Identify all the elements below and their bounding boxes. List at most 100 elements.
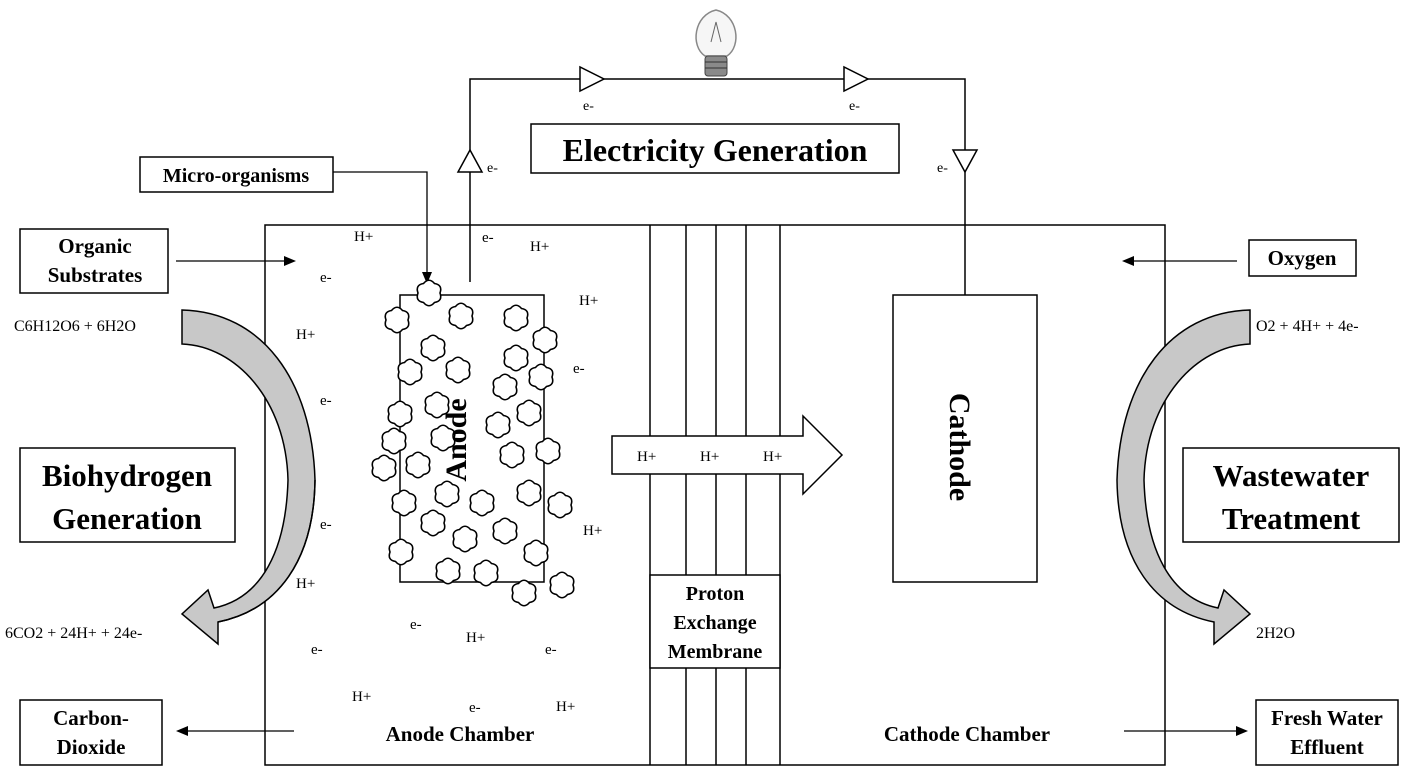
- electron-label: e-: [320, 270, 332, 286]
- proton-label: H+: [354, 229, 373, 245]
- micro-organisms-label: Micro-organisms: [163, 165, 309, 187]
- fresh-water-label-line2: Effluent: [1290, 735, 1364, 759]
- arrowhead: [176, 726, 188, 736]
- pem-label-line1: Proton: [686, 583, 745, 605]
- microbe-icon: [492, 373, 518, 401]
- oxygen-label: Oxygen: [1268, 246, 1337, 270]
- electricity-generation-label: Electricity Generation: [563, 132, 868, 168]
- light-bulb-icon: [695, 9, 737, 77]
- biohydrogen-label-line1: Biohydrogen: [42, 458, 212, 493]
- microbe-cluster: [371, 279, 575, 607]
- microbe-icon: [391, 489, 417, 517]
- cathode-electrode: [892, 294, 1038, 583]
- microbe-icon: [473, 559, 499, 587]
- organic-substrates-label-line1: Organic: [58, 234, 132, 258]
- proton-label: H+: [700, 449, 719, 465]
- carbon-dioxide-label-line1: Carbon-: [53, 706, 129, 730]
- microbe-icon: [416, 279, 442, 307]
- micro-organisms-arrow: [333, 171, 428, 280]
- microbe-icon: [469, 489, 495, 517]
- microbe-icon: [532, 326, 558, 354]
- cathode-input-equation: O2 + 4H+ + 4e-: [1256, 318, 1359, 335]
- cathode-output-equation: 2H2O: [1256, 625, 1295, 642]
- electron-label: e-: [320, 517, 332, 533]
- wastewater-box: [1182, 447, 1400, 543]
- microbe-icon: [384, 306, 410, 334]
- microbe-icon: [549, 571, 575, 599]
- cathode-reaction-arrow: [1116, 309, 1252, 646]
- microbe-icon: [405, 451, 431, 479]
- anode-chamber-label: Anode Chamber: [386, 722, 535, 746]
- proton-label: H+: [763, 449, 782, 465]
- oxygen-box: [1248, 239, 1357, 277]
- electron-label: e-: [469, 700, 481, 716]
- proton-label: H+: [466, 630, 485, 646]
- proton-label: H+: [583, 523, 602, 539]
- microbe-icon: [388, 538, 414, 566]
- pem-label-line3: Membrane: [668, 641, 763, 663]
- microbe-icon: [381, 427, 407, 455]
- electron-label: e-: [487, 161, 498, 176]
- circuit-wire: [469, 78, 966, 295]
- microbe-icon: [503, 304, 529, 332]
- electron-label: e-: [937, 161, 948, 176]
- membrane-lines: [649, 225, 781, 765]
- electron-label: e-: [311, 642, 323, 658]
- microbe-icon: [434, 480, 460, 508]
- wastewater-label-line2: Treatment: [1222, 501, 1361, 536]
- microbe-icon: [499, 441, 525, 469]
- microbe-icon: [452, 525, 478, 553]
- proton-label: H+: [556, 699, 575, 715]
- microbe-icon: [371, 454, 397, 482]
- micro-organisms-box: [139, 156, 334, 193]
- electron-label: e-: [320, 393, 332, 409]
- arrowhead: [422, 272, 432, 284]
- pem-box: [649, 574, 781, 669]
- electron-flow-arrow: [579, 65, 606, 93]
- electron-flow-arrow: [456, 148, 484, 173]
- microbe-icon: [420, 509, 446, 537]
- anode-output-equation: 6CO2 + 24H+ + 24e-: [5, 625, 142, 642]
- anode-input-equation: C6H12O6 + 6H2O: [14, 318, 136, 335]
- electron-label: e-: [410, 617, 422, 633]
- electron-label: e-: [545, 642, 557, 658]
- organic-substrates-label-line2: Substrates: [48, 263, 143, 287]
- microbe-icon: [424, 391, 450, 419]
- microbe-icon: [420, 334, 446, 362]
- microbe-icon: [445, 356, 471, 384]
- biohydrogen-label-line2: Generation: [52, 501, 202, 536]
- microbe-icon: [448, 302, 474, 330]
- electron-label: e-: [583, 99, 594, 114]
- proton-label: H+: [637, 449, 656, 465]
- electron-label: e-: [849, 99, 860, 114]
- fresh-water-label-line1: Fresh Water: [1271, 706, 1383, 730]
- microbe-icon: [511, 579, 537, 607]
- microbe-icon: [528, 363, 554, 391]
- cathode-chamber-label: Cathode Chamber: [884, 722, 1050, 746]
- proton-label: H+: [530, 239, 549, 255]
- proton-label: H+: [296, 576, 315, 592]
- fresh-water-box: [1255, 699, 1399, 766]
- cathode-label: Cathode: [943, 393, 976, 501]
- pem-label-line2: Exchange: [673, 612, 756, 634]
- microbe-icon: [435, 557, 461, 585]
- carbon-dioxide-label-line2: Dioxide: [57, 735, 126, 759]
- proton-flow-arrow: [611, 414, 844, 496]
- carbon-dioxide-box: [19, 699, 163, 766]
- microbe-icon: [503, 344, 529, 372]
- electron-flow-arrow: [951, 149, 979, 174]
- microbe-icon: [547, 491, 573, 519]
- microbe-icon: [516, 479, 542, 507]
- microbe-icon: [516, 399, 542, 427]
- microbe-icon: [397, 358, 423, 386]
- microbe-icon: [485, 411, 511, 439]
- anode-reaction-arrow: [180, 309, 316, 646]
- electricity-generation-box: [530, 123, 900, 174]
- anode-label: Anode: [440, 398, 473, 481]
- arrowhead: [1236, 726, 1248, 736]
- microbe-icon: [387, 400, 413, 428]
- proton-label: H+: [296, 327, 315, 343]
- electron-label: e-: [482, 230, 494, 246]
- microbe-icon: [535, 437, 561, 465]
